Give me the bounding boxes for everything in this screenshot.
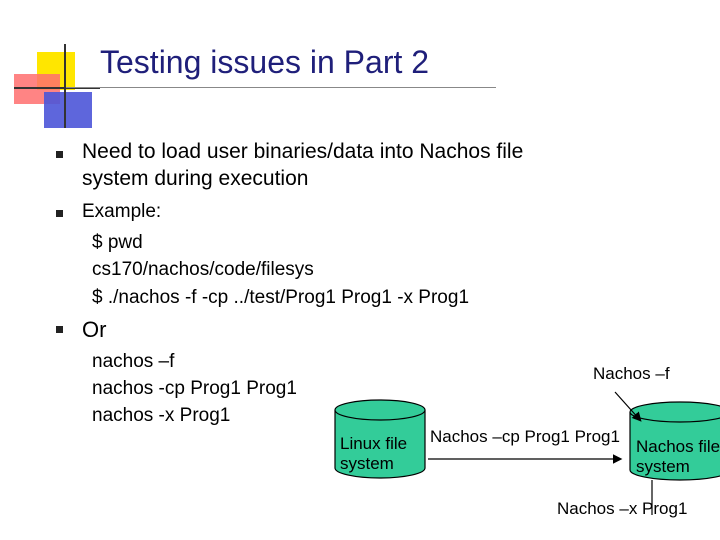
linux-filesystem-cylinder: [334, 399, 426, 479]
title-decoration-blue-square: [44, 92, 92, 128]
copy-command-label: Nachos –cp Prog1 Prog1: [430, 427, 620, 446]
bullet-text: Example:: [82, 201, 162, 222]
nachos-filesystem-label-line1: Nachos file: [636, 437, 720, 456]
nachos-filesystem-label: Nachos file system: [636, 437, 720, 477]
bullet-marker: [56, 151, 63, 158]
title-decoration-horizontal-line: [14, 87, 100, 89]
title-decoration-vertical-line: [64, 44, 66, 128]
format-arrow: [614, 391, 642, 422]
bullet-marker: [56, 210, 63, 217]
command-line: nachos -cp Prog1 Prog1: [92, 378, 297, 399]
bullet-text: system during execution: [82, 167, 309, 190]
bullet-marker: [56, 326, 63, 333]
linux-filesystem-label-line2: system: [340, 454, 394, 473]
slide-title: Testing issues in Part 2: [100, 44, 430, 80]
command-line: nachos –f: [92, 351, 175, 372]
command-line: $ ./nachos -f -cp ../test/Prog1 Prog1 -x…: [92, 287, 470, 308]
title-underline: [66, 87, 496, 88]
nachos-filesystem-label-line2: system: [636, 457, 690, 476]
command-line: $ pwd: [92, 232, 143, 253]
linux-filesystem-label: Linux file system: [340, 434, 407, 474]
nachos-filesystem-cylinder: [629, 401, 720, 481]
command-line: cs170/nachos/code/filesys: [92, 259, 314, 280]
command-line: nachos -x Prog1: [92, 405, 231, 426]
format-command-label: Nachos –f: [593, 364, 670, 383]
linux-filesystem-label-line1: Linux file: [340, 434, 408, 453]
bullet-text: Need to load user binaries/data into Nac…: [82, 140, 524, 163]
bullet-text: Or: [82, 317, 107, 342]
exec-command-label: Nachos –x Prog1: [557, 499, 688, 518]
